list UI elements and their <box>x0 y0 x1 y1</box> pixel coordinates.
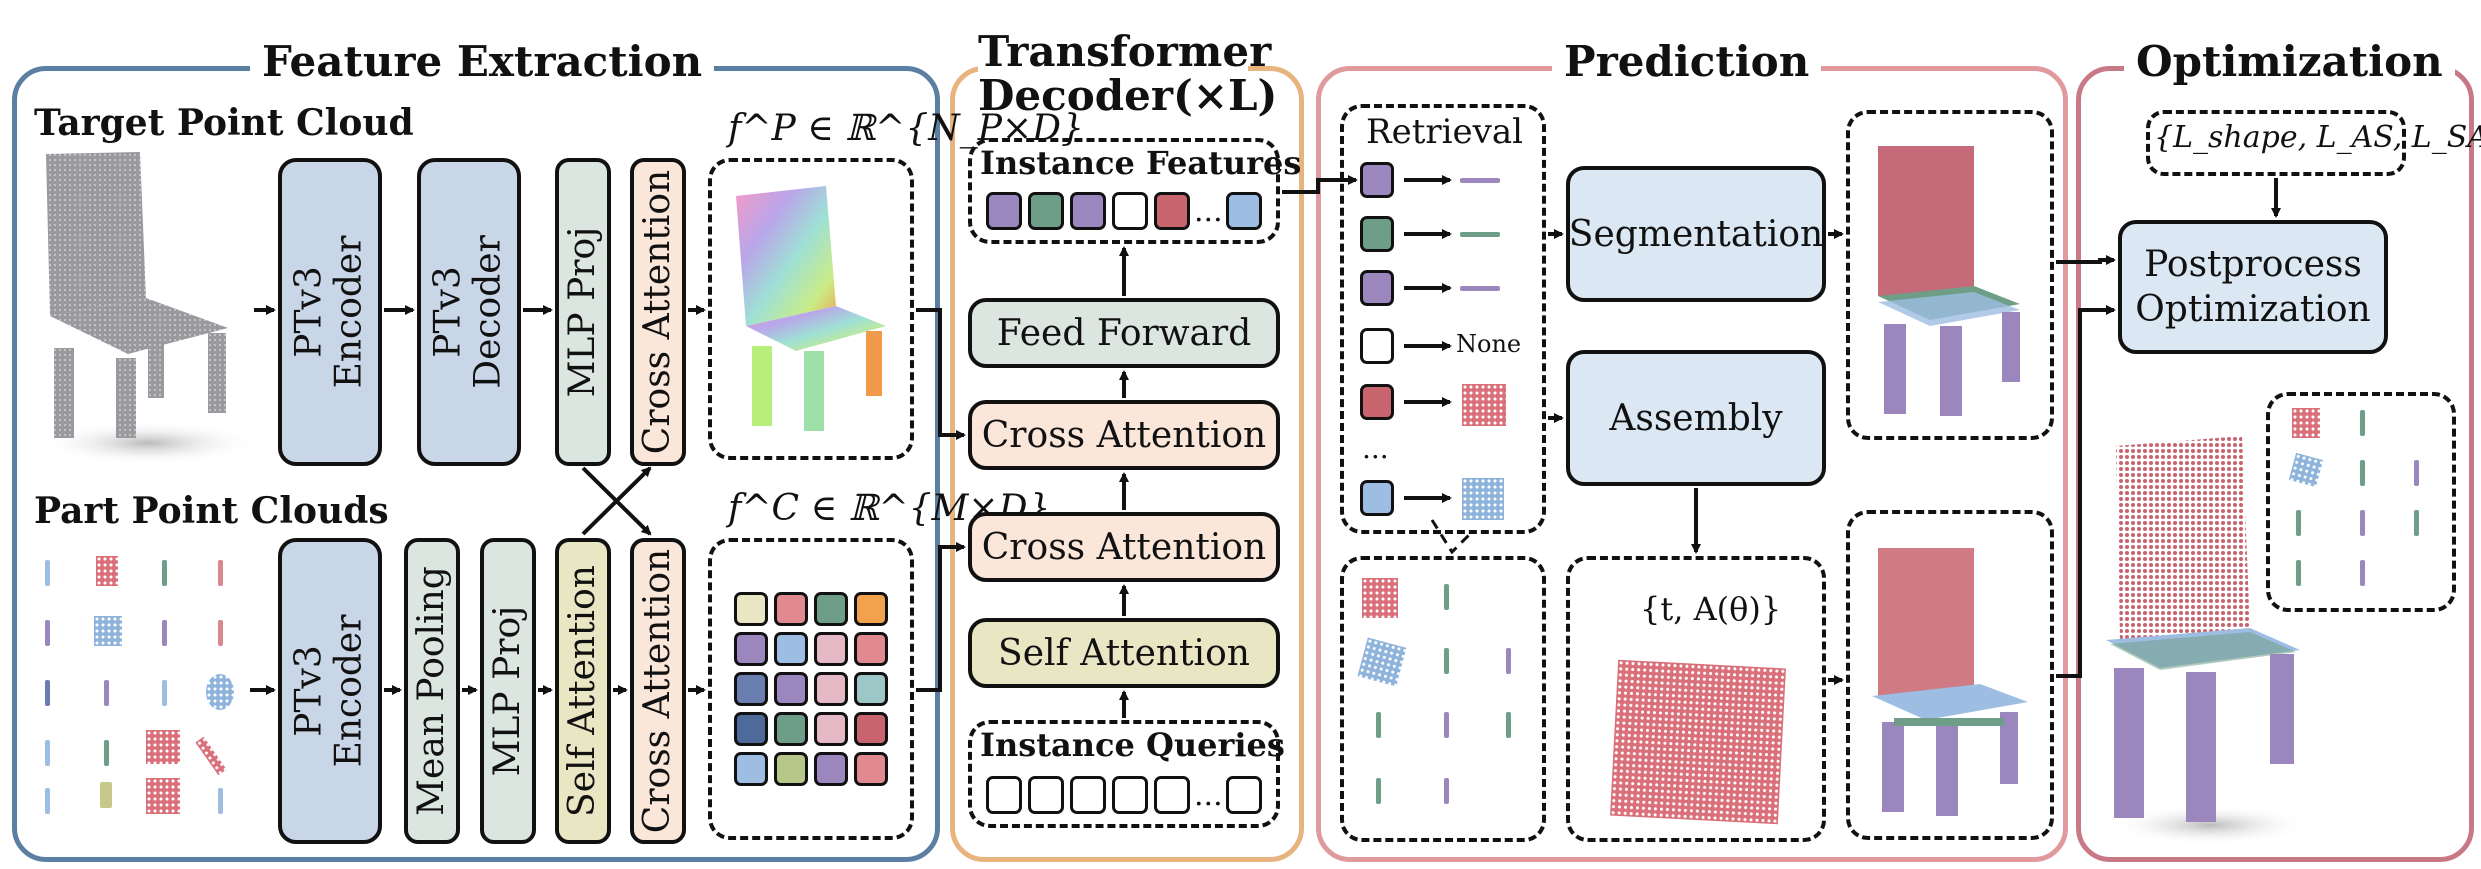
ptv3-decoder: PTv3 Decoder <box>417 158 521 466</box>
optimized-parts-box <box>2266 392 2456 612</box>
part-point-clouds-image <box>30 550 240 820</box>
fp-feature-box <box>708 158 914 460</box>
transform-box <box>1566 556 1826 842</box>
instance-query-4 <box>1112 776 1148 814</box>
instance-features-label: Instance Features <box>980 144 1302 182</box>
optimized-parts-image <box>2282 404 2446 604</box>
instance-feature-4 <box>1112 192 1148 230</box>
instance-features-row: ... <box>986 192 1276 232</box>
mlp-proj-top: MLP Proj <box>555 158 611 466</box>
retrieval-ellipsis: ... <box>1362 432 1389 465</box>
instance-query-5 <box>1154 776 1190 814</box>
assembled-chair-image <box>1872 548 2028 816</box>
assembly-box: Assembly <box>1566 350 1826 486</box>
target-chair-image <box>38 152 258 465</box>
instance-features-box <box>968 138 1280 244</box>
target-point-cloud-label: Target Point Cloud <box>34 102 414 144</box>
retrieval-none-label: None <box>1456 330 1522 358</box>
segmentation-box: Segmentation <box>1566 166 1826 302</box>
retrieved-parts-box <box>1340 556 1546 842</box>
feed-forward-box: Feed Forward <box>968 298 1280 368</box>
part-point-clouds-label: Part Point Clouds <box>34 490 389 532</box>
postprocess-optimization-label: Postprocess Optimization <box>2135 244 2371 330</box>
retrieval-item-3 <box>1360 270 1394 306</box>
instance-query-3 <box>1070 776 1106 814</box>
instance-queries-row: ... <box>986 776 1276 816</box>
instance-query-6 <box>1226 776 1262 814</box>
retrieved-part-6 <box>1462 478 1504 520</box>
retrieval-label: Retrieval <box>1366 112 1523 152</box>
loss-terms-label: {L_shape, L_AS, L_SA} <box>2154 120 2481 155</box>
retrieval-item-4 <box>1360 328 1394 364</box>
optimization-title: Optimization <box>2124 39 2455 85</box>
retrieval-box <box>1340 104 1546 534</box>
instance-feature-1 <box>986 192 1022 230</box>
colored-chair-image <box>736 186 886 431</box>
mlp-proj-bottom: MLP Proj <box>480 538 536 844</box>
instance-queries-ellipsis: ... <box>1194 778 1223 813</box>
mean-pooling: Mean Pooling <box>404 538 460 844</box>
optimized-chair-image <box>2106 436 2310 845</box>
cross-attention-bottom: Cross Attention <box>630 538 686 844</box>
instance-feature-5 <box>1154 192 1190 230</box>
retrieved-part-5 <box>1462 384 1506 426</box>
retrieval-item-6 <box>1360 480 1394 516</box>
decoder-cross-attention-1: Cross Attention <box>968 400 1280 470</box>
retrieved-parts-image <box>1356 572 1536 832</box>
fp-feature-label-text: f^P ∈ ℝ^{N_P×D} <box>728 108 1084 149</box>
retrieved-part-3 <box>1460 286 1500 291</box>
instance-feature-2 <box>1028 192 1064 230</box>
instance-query-2 <box>1028 776 1064 814</box>
instance-queries-box <box>968 720 1280 828</box>
fp-feature-label: f^P ∈ ℝ^{N_P×D} <box>728 108 1084 149</box>
retrieved-part-1 <box>1460 178 1500 183</box>
ptv3-encoder-bottom: PTv3 Encoder <box>278 538 382 844</box>
instance-feature-3 <box>1070 192 1106 230</box>
segmentation-result-box <box>1846 110 2054 440</box>
fc-feature-box <box>708 538 914 840</box>
decoder-cross-attention-2: Cross Attention <box>968 512 1280 582</box>
instance-features-ellipsis: ... <box>1194 194 1223 229</box>
loss-terms-box <box>2146 110 2406 176</box>
self-attention-feature: Self Attention <box>555 538 611 844</box>
instance-query-1 <box>986 776 1022 814</box>
retrieval-item-5 <box>1360 384 1394 420</box>
retrieval-item-2 <box>1360 216 1394 252</box>
transform-label: {t, A(θ)} <box>1640 590 1782 628</box>
instance-queries-label: Instance Queries <box>980 726 1285 764</box>
instance-feature-6 <box>1226 192 1262 230</box>
prediction-title: Prediction <box>1552 39 1822 85</box>
retrieval-item-1 <box>1360 162 1394 198</box>
fc-feature-grid <box>734 592 894 792</box>
transformer-decoder-title: Transformer Decoder(×L) <box>978 27 1278 121</box>
transformer-decoder-title-line2: Decoder(×L) <box>978 71 1278 121</box>
decoder-self-attention: Self Attention <box>968 618 1280 688</box>
transformer-decoder-title-line1: Transformer <box>978 27 1272 76</box>
ptv3-encoder-top: PTv3 Encoder <box>278 158 382 466</box>
feature-extraction-title: Feature Extraction <box>250 39 715 85</box>
postprocess-optimization-box: Postprocess Optimization <box>2118 220 2388 354</box>
assembly-result-box <box>1846 510 2054 840</box>
segmented-chair-image <box>1878 146 2020 416</box>
retrieved-part-2 <box>1460 232 1500 237</box>
cross-attention-top: Cross Attention <box>630 158 686 466</box>
